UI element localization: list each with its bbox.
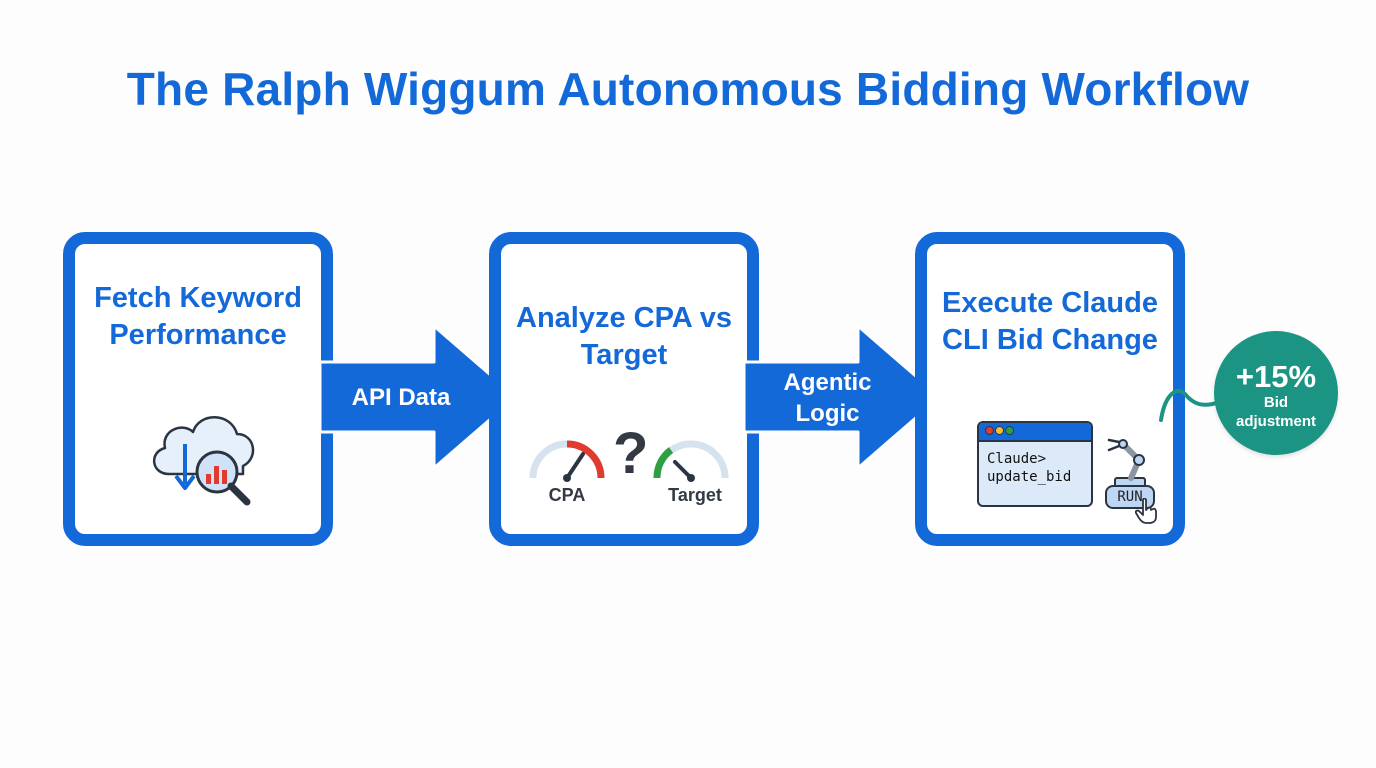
step-execute-bid-change: Execute Claude CLI Bid Change Claude> up… bbox=[915, 232, 1185, 546]
step-fetch-keyword-performance: Fetch Keyword Performance bbox=[63, 232, 333, 546]
step-label: Execute Claude CLI Bid Change bbox=[942, 287, 1158, 356]
question-mark-icon: ? bbox=[613, 421, 649, 486]
window-dot-icon bbox=[995, 426, 1004, 435]
hand-cursor-icon bbox=[1135, 498, 1157, 524]
step-label: Fetch Keyword Performance bbox=[94, 282, 302, 351]
terminal-line-2: update_bid bbox=[987, 469, 1072, 485]
terminal-prompt: Claude> update_bid bbox=[987, 450, 1071, 486]
terminal-window: Claude> update_bid bbox=[977, 421, 1093, 507]
gauge-label-target: Target bbox=[668, 485, 722, 505]
flow-arrow-api-data: API Data bbox=[316, 322, 522, 472]
step-analyze-cpa: Analyze CPA vs Target CPA ? Target bbox=[489, 232, 759, 546]
robot-arm-icon bbox=[1107, 438, 1146, 489]
badge-value: +15% bbox=[1235, 359, 1317, 394]
step-label: Analyze CPA vs Target bbox=[516, 302, 732, 371]
window-dot-icon bbox=[985, 426, 994, 435]
badge-caption-text: Bid adjustment bbox=[1235, 394, 1316, 430]
cloud-download-chart-magnifier-icon bbox=[153, 416, 255, 506]
terminal-title-bar bbox=[979, 423, 1091, 442]
badge-connector bbox=[1159, 389, 1221, 422]
terminal-line-1: Claude> bbox=[987, 451, 1047, 467]
badge-caption: Bid adjustment bbox=[1214, 393, 1338, 431]
bid-adjustment-badge: +15% Bid adjustment bbox=[1214, 331, 1338, 455]
cpa-gauge-icon bbox=[529, 440, 605, 482]
target-gauge-icon bbox=[653, 440, 729, 482]
flow-arrow-agentic-logic: Agentic Logic bbox=[740, 322, 946, 472]
gauge-label-cpa: CPA bbox=[548, 485, 586, 505]
arrow-label: API Data bbox=[351, 384, 451, 411]
diagram-title: The Ralph Wiggum Autonomous Bidding Work… bbox=[126, 63, 1250, 115]
window-dot-icon bbox=[1005, 426, 1014, 435]
arrow-label: Agentic Logic bbox=[783, 369, 872, 427]
